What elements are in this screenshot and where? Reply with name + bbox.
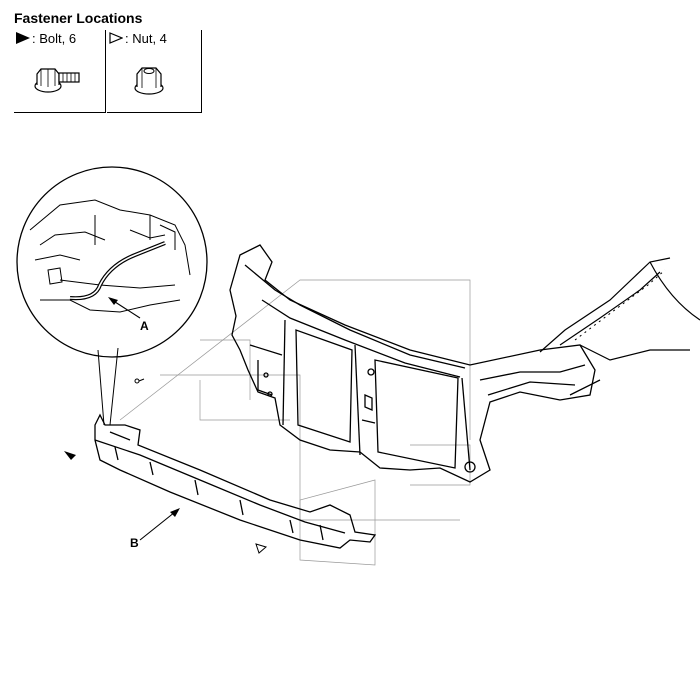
callout-leaders: [108, 297, 180, 541]
bolt-icon: [34, 68, 80, 93]
solid-triangle-icon: [16, 32, 30, 44]
legend-title: Fastener Locations: [14, 10, 143, 26]
legend-bolt-label: : Bolt, 6: [32, 31, 77, 46]
nut-location-marker: [255, 543, 268, 554]
callout-a-label: A: [140, 319, 149, 333]
detail-leader-lines: [97, 347, 119, 426]
legend-nut-cell: : Nut, 4: [107, 30, 202, 113]
hollow-triangle-icon: [109, 32, 123, 44]
bumper-beam: [94, 413, 377, 549]
loose-bolt: [134, 378, 145, 384]
bolt-location-marker: [64, 451, 76, 460]
fender-dashes: [574, 269, 666, 341]
callout-b-label: B: [130, 536, 139, 550]
detail-circle: [16, 166, 208, 358]
fender-outline: [539, 257, 700, 361]
legend-nut-label: : Nut, 4: [125, 31, 167, 46]
legend-bolt-cell: : Bolt, 6: [14, 30, 106, 113]
radiator-support-frame: [229, 244, 601, 483]
nut-icon: [134, 67, 164, 95]
